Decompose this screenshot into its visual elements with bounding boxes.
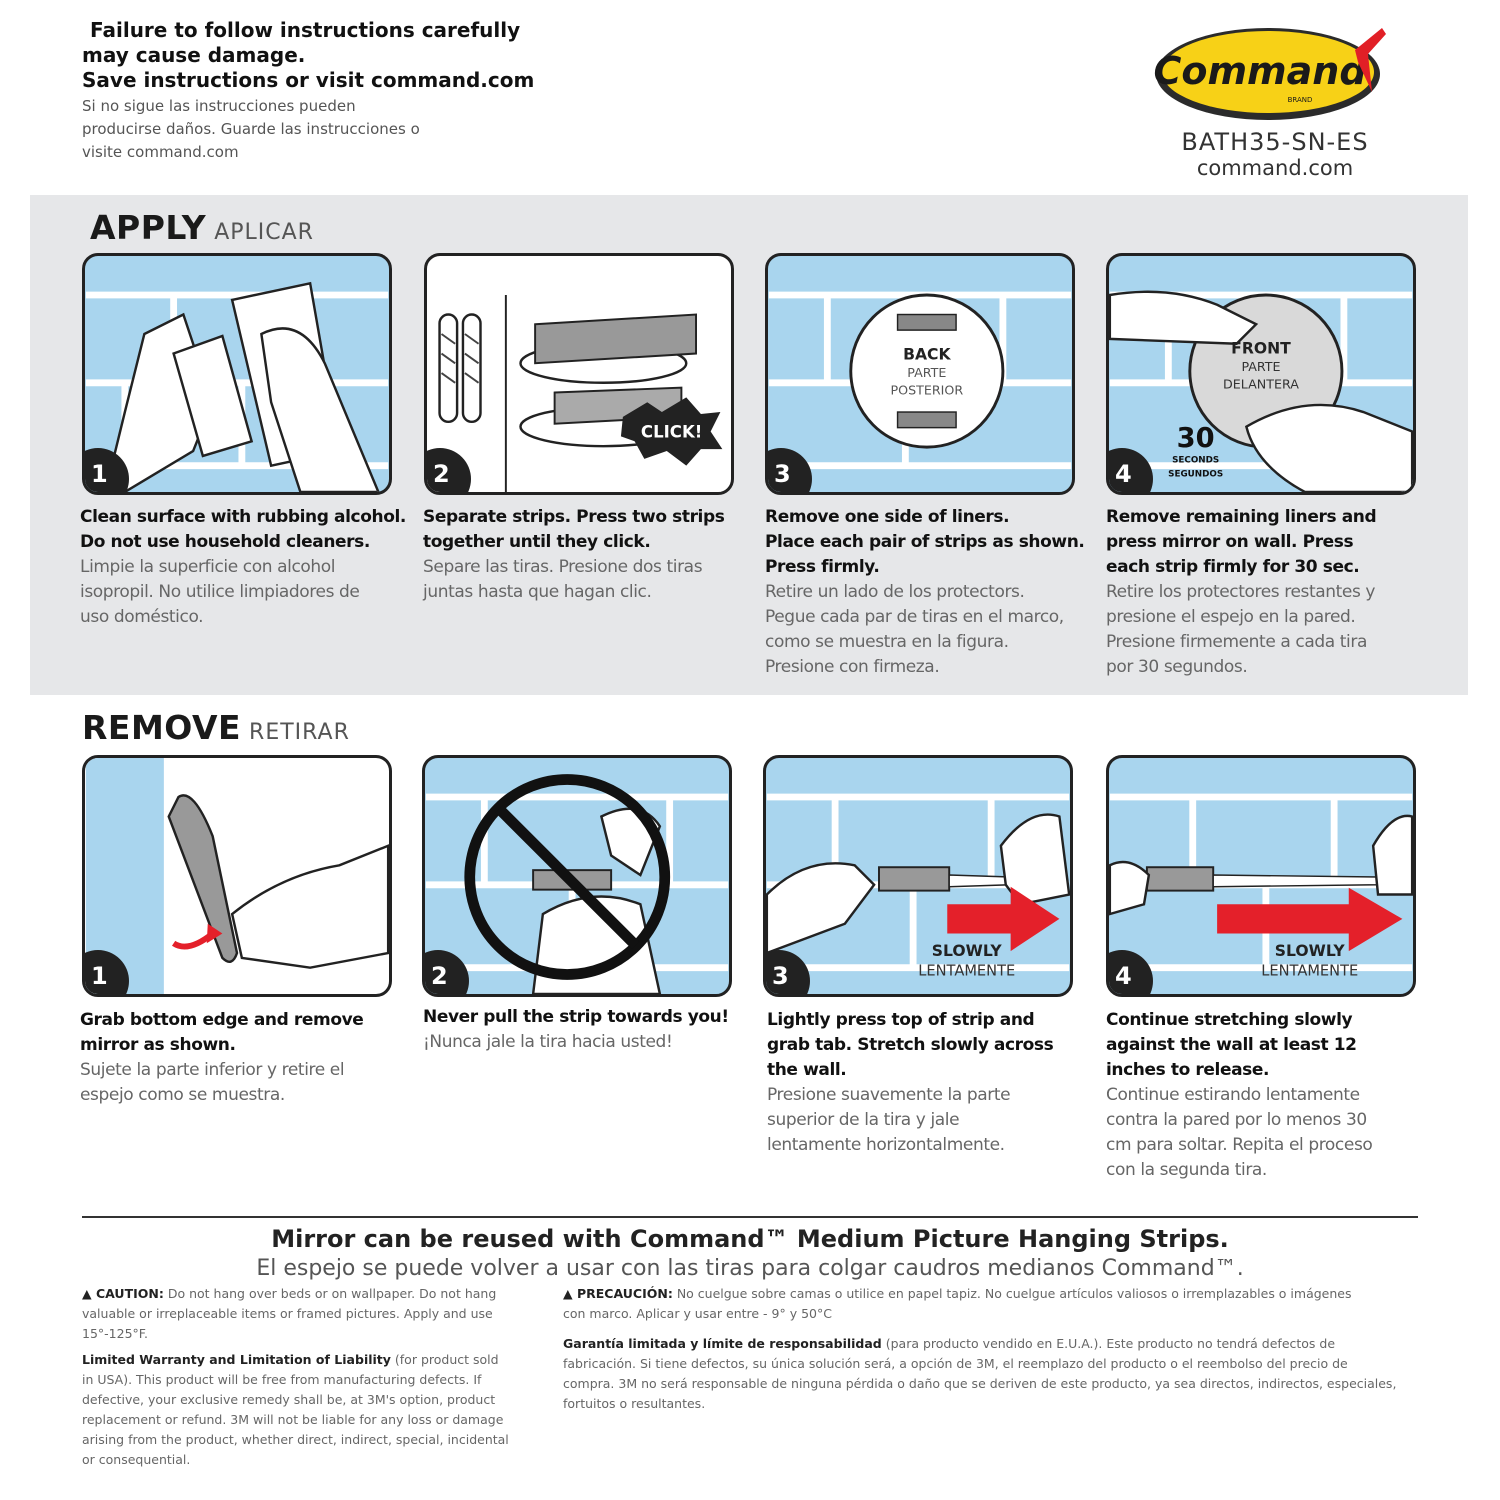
apply-step-4-panel: FRONT PARTE DELANTERA 30 SECONDS SEGUNDO…: [1106, 253, 1416, 495]
apply-step-1-caption: Clean surface with rubbing alcohol. Do n…: [80, 507, 406, 627]
product-sku: BATH35-SN-ES: [1181, 128, 1369, 156]
remove-step-3-caption: Lightly press top of strip and grab tab.…: [767, 1010, 1054, 1155]
reuse-note: Mirror can be reused with Command™ Mediu…: [271, 1225, 1229, 1253]
no-pull-icon: [425, 774, 729, 994]
stretch-release-icon: SLOWLY LENTAMENTE: [1109, 793, 1413, 979]
garantia-block: Garantía limitada y límite de responsabi…: [563, 1336, 1397, 1411]
warning-line-2: may cause damage.: [82, 43, 306, 67]
remove-step-4-caption: Continue stretching slowly against the w…: [1106, 1010, 1373, 1180]
timer-seconds: SECONDS: [1172, 456, 1219, 466]
precaucion-block: ▲ PRECAUCIÓN: No cuelgue sobre camas o u…: [563, 1286, 1352, 1321]
bottle-and-wipe-icon: [85, 281, 389, 492]
front-label: FRONT: [1231, 340, 1291, 358]
instruction-warning: Failure to follow instructions carefully…: [82, 18, 602, 164]
remove-step-2-panel: 2: [422, 755, 732, 997]
timer-segundos: SEGUNDOS: [1168, 469, 1223, 479]
warranty-block: Limited Warranty and Limitation of Liabi…: [82, 1352, 509, 1467]
mirror-back-icon: BACK PARTE POSTERIOR: [768, 291, 1072, 470]
timer-value: 30: [1177, 423, 1215, 454]
logo-wordmark: Command: [1153, 49, 1367, 93]
caution-block: ▲ CAUTION: Do not hang over beds or on w…: [82, 1286, 497, 1341]
footer-divider: [82, 1216, 1418, 1218]
front-label-es-2: DELANTERA: [1223, 377, 1299, 392]
apply-step-1-panel: 1: [82, 253, 392, 495]
logo-brand-mark: BRAND: [1288, 96, 1313, 104]
warning-triangle-icon: ▲: [82, 1286, 96, 1301]
apply-step-3-panel: BACK PARTE POSTERIOR 3: [765, 253, 1075, 495]
lentamente-label-2: LENTAMENTE: [1261, 962, 1358, 979]
front-label-es-1: PARTE: [1241, 359, 1280, 374]
slowly-label: SLOWLY: [932, 942, 1003, 960]
command-logo: Command BRAND: [1153, 28, 1386, 120]
warning-line-1: Failure to follow instructions carefully: [90, 18, 521, 42]
remove-step-3-panel: SLOWLY LENTAMENTE 3: [763, 755, 1073, 997]
apply-step-3-caption: Remove one side of liners. Place each pa…: [765, 507, 1085, 677]
back-label: BACK: [903, 345, 951, 363]
step-badge-3: 3: [768, 448, 812, 492]
warning-triangle-icon-es: ▲: [563, 1286, 577, 1301]
apply-step-4-caption: Remove remaining liners and press mirror…: [1106, 507, 1377, 677]
grab-mirror-icon: [85, 758, 389, 994]
back-label-es-1: PARTE: [907, 365, 946, 380]
reuse-note-es: El espejo se puede volver a usar con las…: [256, 1256, 1244, 1281]
back-label-es-2: POSTERIOR: [891, 382, 964, 397]
apply-step-2-panel: CLICK! 2: [424, 253, 734, 495]
website: command.com: [1196, 156, 1354, 180]
slowly-label-2: SLOWLY: [1275, 942, 1346, 960]
click-burst-label: CLICK!: [641, 422, 702, 441]
remove-step-1-panel: 1: [82, 755, 392, 997]
warning-spanish: Si no sigue las instrucciones pueden pro…: [82, 97, 420, 161]
apply-step-2-caption: Separate strips. Press two strips togeth…: [423, 507, 725, 602]
remove-step-4-panel: SLOWLY LENTAMENTE 4: [1106, 755, 1416, 997]
remove-step-1-caption: Grab bottom edge and remove mirror as sh…: [80, 1010, 364, 1105]
warning-line-3: Save instructions or visit command.com: [82, 68, 535, 92]
lentamente-label: LENTAMENTE: [918, 962, 1015, 979]
stretch-strip-icon: SLOWLY LENTAMENTE: [766, 793, 1070, 979]
mirror-front-press-icon: FRONT PARTE DELANTERA 30 SECONDS SEGUNDO…: [1109, 290, 1413, 492]
strips-click-icon: CLICK!: [438, 295, 723, 492]
remove-step-2-caption: Never pull the strip towards you! ¡Nunca…: [423, 1007, 729, 1052]
